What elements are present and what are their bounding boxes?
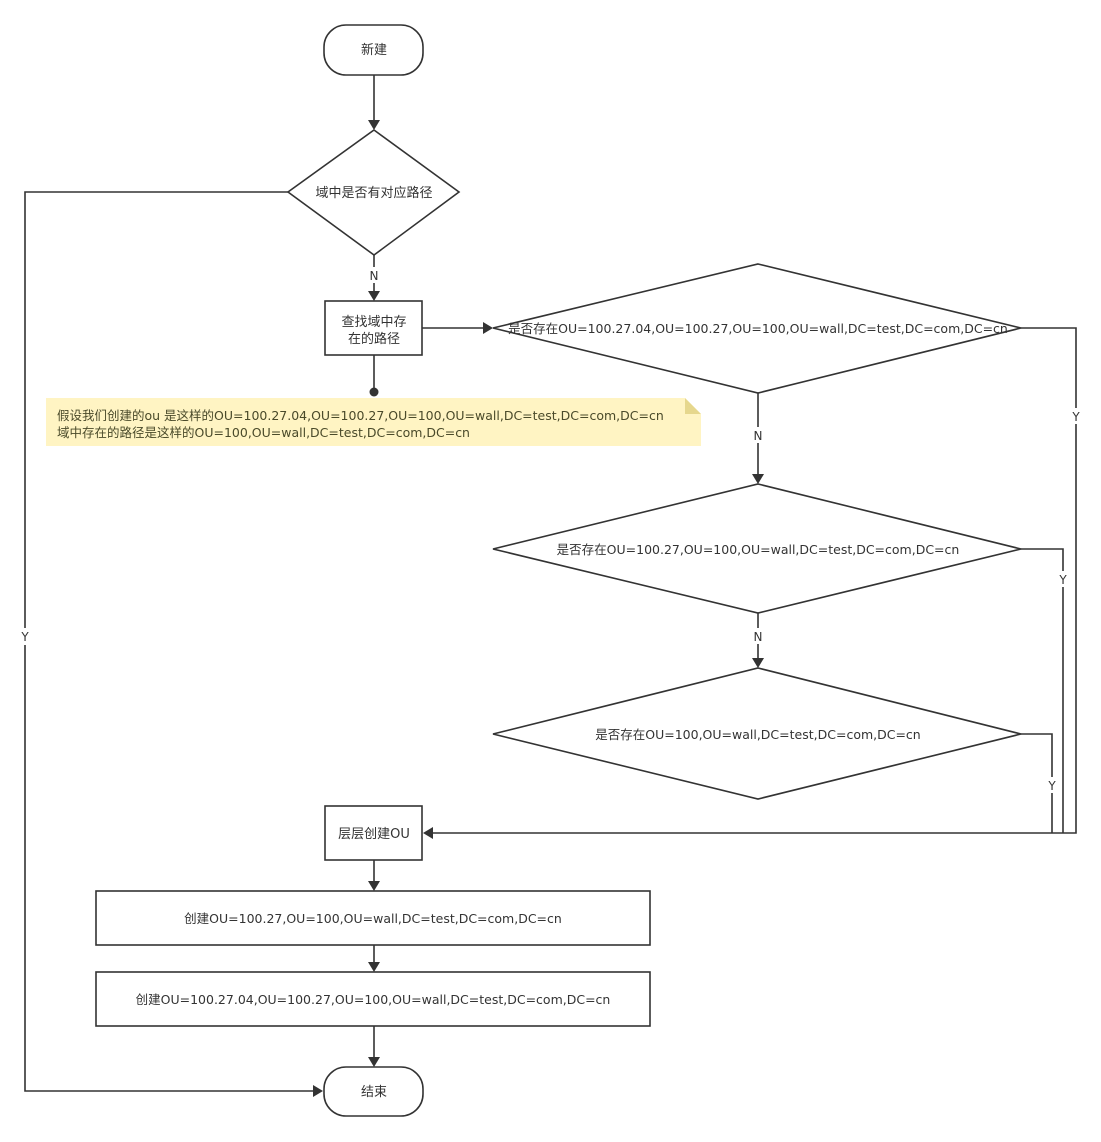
note-line-2: 域中存在的路径是这样的OU=100,OU=wall,DC=test,DC=com…	[57, 425, 470, 440]
edge-label-decision-1-no: N	[754, 429, 763, 443]
assumption-note: 假设我们创建的ou 是这样的OU=100.27.04,OU=100.27,OU=…	[46, 398, 701, 446]
create-layered-ou-label: 层层创建OU	[338, 827, 410, 842]
edge-decision-2-yes	[1021, 548, 1064, 833]
arrowhead	[368, 962, 380, 972]
arrowhead	[483, 322, 493, 334]
end-node[interactable]	[323, 1066, 424, 1117]
decision-2-node[interactable]	[492, 483, 1022, 614]
note-anchor-dot	[369, 387, 379, 397]
arrowhead	[368, 881, 380, 891]
find-existing-path-node[interactable]	[324, 300, 423, 356]
decision-path-exists-label: 域中是否有对应路径	[315, 185, 432, 201]
edge-label-bg	[1044, 777, 1060, 793]
end-node-label: 结束	[361, 1085, 387, 1100]
note-line-1: 假设我们创建的ou 是这样的OU=100.27.04,OU=100.27,OU=…	[57, 408, 664, 423]
create-step-2-label: 创建OU=100.27.04,OU=100.27,OU=100,OU=wall,…	[136, 992, 611, 1007]
edge-decision-1-yes	[432, 327, 1077, 834]
arrowhead	[368, 120, 380, 130]
edge-label-decision-3-yes: Y	[1047, 779, 1056, 793]
edge-label-path-check-no: N	[370, 269, 379, 283]
edge-path-check-yes	[24, 191, 314, 1092]
create-step-1-label: 创建OU=100.27,OU=100,OU=wall,DC=test,DC=co…	[184, 911, 562, 926]
arrowhead	[752, 474, 764, 484]
edge-label-bg	[750, 628, 766, 644]
edge-label-decision-1-yes: Y	[1071, 410, 1080, 424]
decision-3-label: 是否存在OU=100,OU=wall,DC=test,DC=com,DC=cn	[595, 727, 920, 742]
edge-label-path-check-yes: Y	[20, 630, 29, 644]
decision-1-label: 是否存在OU=100.27.04,OU=100.27,OU=100,OU=wal…	[508, 321, 1008, 336]
edge-label-decision-2-no: N	[754, 630, 763, 644]
find-existing-path-label-line1: 查找域中存	[341, 315, 406, 330]
edge-label-bg	[1055, 571, 1071, 587]
find-existing-path-label-line2: 在的路径	[348, 331, 400, 347]
arrowhead	[752, 658, 764, 668]
arrowhead	[423, 827, 433, 839]
note-corner-fold	[685, 398, 701, 414]
decision-1-node[interactable]	[492, 263, 1022, 394]
decision-path-exists[interactable]	[286, 129, 461, 256]
edge-label-bg	[1068, 408, 1084, 424]
decision-3-node[interactable]	[492, 667, 1022, 800]
arrowhead	[368, 291, 380, 301]
arrowhead	[368, 1057, 380, 1067]
decision-2-label: 是否存在OU=100.27,OU=100,OU=wall,DC=test,DC=…	[557, 542, 960, 557]
start-node[interactable]	[323, 24, 424, 76]
edge-label-decision-2-yes: Y	[1058, 573, 1067, 587]
edge-label-bg	[17, 628, 33, 645]
create-layered-ou-node[interactable]	[324, 805, 423, 861]
create-step-2-node[interactable]	[95, 971, 651, 1027]
edge-label-bg	[366, 267, 382, 283]
create-step-1-node[interactable]	[95, 890, 651, 946]
start-node-label: 新建	[361, 42, 387, 58]
edge-label-bg	[750, 427, 766, 443]
arrowhead	[313, 1085, 323, 1097]
note-body	[46, 398, 701, 446]
edge-decision-3-yes	[1021, 733, 1053, 833]
